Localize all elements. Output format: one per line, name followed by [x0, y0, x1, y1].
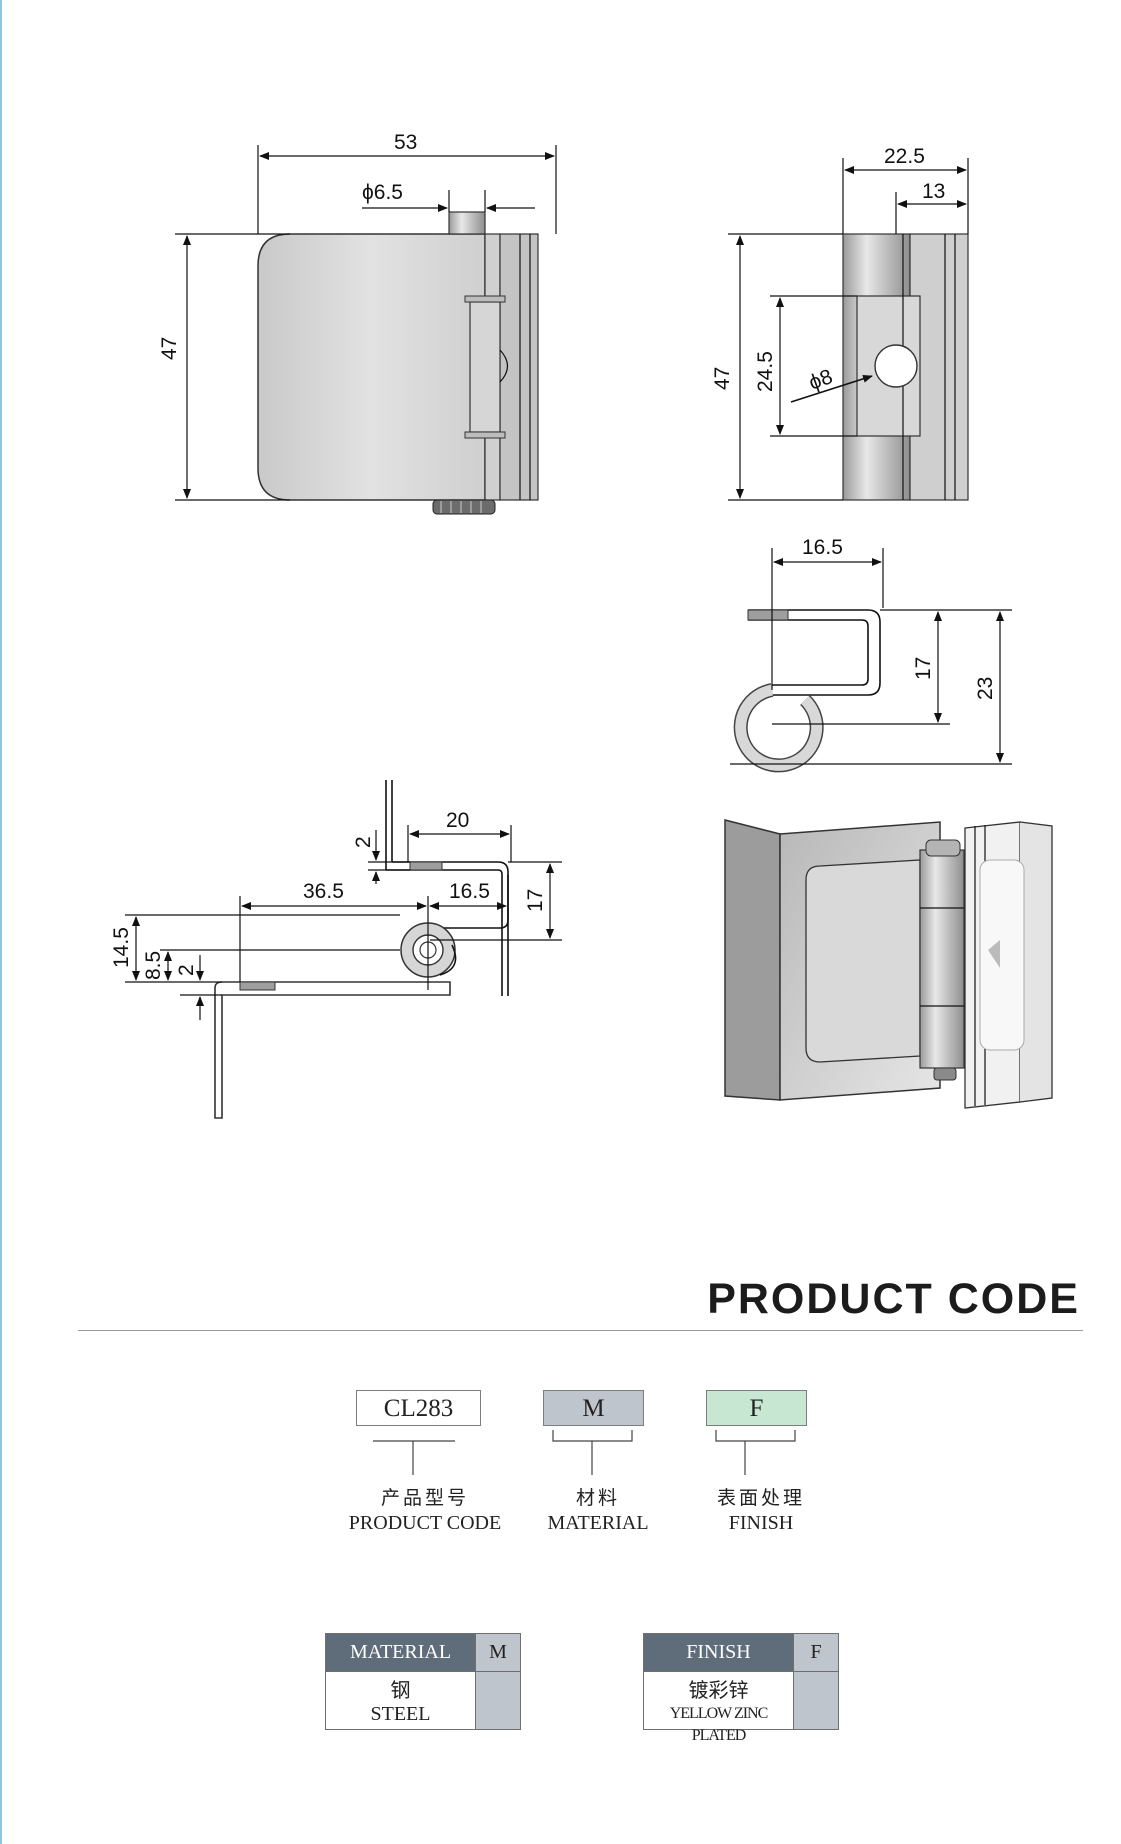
- dim-install-offset-outer: 14.5: [110, 927, 133, 968]
- product-code-label: 产品型号 PRODUCT CODE: [330, 1485, 520, 1535]
- dim-install-length: 36.5: [303, 880, 344, 903]
- left-border-rule: [0, 0, 2, 1844]
- finish-label: 表面处理 FINISH: [686, 1485, 836, 1535]
- finish-table-code: F: [793, 1634, 838, 1671]
- dim-side-width: 22.5: [884, 145, 925, 168]
- finish-table-value: 镀彩锌 YELLOW ZINC PLATED: [644, 1671, 793, 1744]
- finish-table-code-cell: [793, 1671, 838, 1729]
- finish-label-en: FINISH: [728, 1512, 794, 1534]
- finish-table: FINISH F 镀彩锌 YELLOW ZINC PLATED: [643, 1633, 839, 1744]
- material-table-value: 钢 STEEL: [326, 1671, 475, 1729]
- dim-knuckle-height: 24.5: [754, 351, 777, 392]
- hinge-technical-drawing: 53 ϕ6.5 47 ϕ8 22.5 13 47 2: [110, 131, 1053, 1119]
- top-profile-view: 16.5 17 23: [730, 536, 1012, 773]
- material-table-code-cell: [475, 1671, 520, 1729]
- dim-install-gap: 20: [446, 809, 469, 832]
- dim-install-thickness-top: 2: [352, 836, 375, 848]
- dim-profile-width: 16.5: [802, 536, 843, 559]
- front-view: 53 ϕ6.5 47: [158, 131, 557, 515]
- section-divider: [78, 1330, 1083, 1331]
- material-value-zh: 钢: [390, 1678, 411, 1702]
- finish-code-box: F: [706, 1390, 807, 1426]
- finish-label-zh: 表面处理: [716, 1487, 805, 1509]
- dim-offset: 13: [922, 180, 945, 203]
- material-label-zh: 材料: [575, 1487, 620, 1509]
- dim-height: 47: [158, 337, 181, 360]
- section-title: PRODUCT CODE: [707, 1275, 1080, 1323]
- finish-value-en: YELLOW ZINC PLATED: [669, 1705, 769, 1744]
- dim-install-offset-inner: 8.5: [142, 951, 165, 980]
- material-table-header: MATERIAL: [326, 1634, 475, 1671]
- dim-pin-diameter: ϕ6.5: [362, 181, 403, 204]
- dim-profile-inner-height: 17: [912, 657, 935, 680]
- finish-value-zh: 镀彩锌: [688, 1678, 749, 1702]
- dim-hole-diameter: ϕ8: [806, 365, 836, 395]
- dim-install-curl: 16.5: [449, 880, 490, 903]
- dim-install-thickness-bottom: 2: [175, 964, 198, 976]
- dim-install-height: 17: [524, 889, 547, 912]
- product-code-box: CL283: [356, 1390, 481, 1426]
- dim-width: 53: [394, 131, 417, 154]
- isometric-view: [724, 819, 1053, 1109]
- product-code-label-zh: 产品型号: [380, 1487, 469, 1509]
- material-label-en: MATERIAL: [547, 1512, 649, 1534]
- dim-profile-outer-height: 23: [974, 677, 997, 700]
- finish-table-header: FINISH: [644, 1634, 793, 1671]
- product-code-label-en: PRODUCT CODE: [348, 1512, 502, 1534]
- dim-side-height: 47: [711, 367, 734, 390]
- side-view: ϕ8 22.5 13 47 24.5: [711, 145, 969, 501]
- material-label: 材料 MATERIAL: [523, 1485, 673, 1535]
- material-table: MATERIAL M 钢 STEEL: [325, 1633, 521, 1730]
- material-table-code: M: [475, 1634, 520, 1671]
- material-value-en: STEEL: [370, 1703, 431, 1725]
- code-bracket-lines: [373, 1430, 796, 1475]
- installation-view: 20 2 36.5 16.5 17 14.5 8.5 2: [110, 780, 562, 1119]
- material-code-box: M: [543, 1390, 644, 1426]
